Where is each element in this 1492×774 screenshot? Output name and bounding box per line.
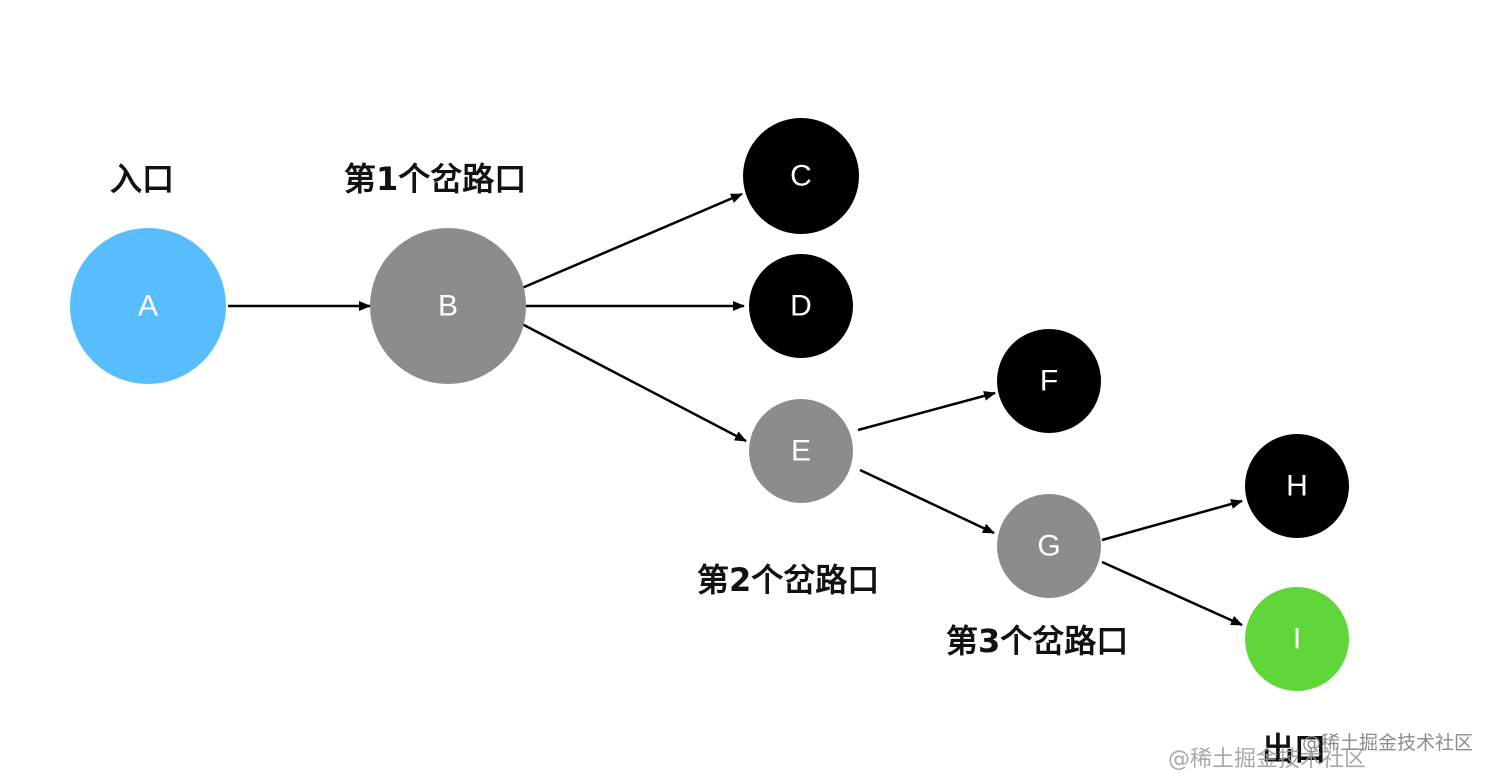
node-e-label: E (791, 435, 811, 468)
node-f-label: F (1040, 365, 1058, 398)
node-h: H (1245, 434, 1349, 538)
node-e-circle (749, 399, 853, 503)
node-d: D (749, 254, 853, 358)
node-b: B (370, 228, 526, 384)
edges (228, 192, 1243, 627)
node-a-label: A (138, 290, 158, 323)
edge-b-e (521, 322, 747, 443)
edge-e-f (857, 391, 996, 432)
watermark-secondary: @稀土掘金技术社区 (1168, 747, 1366, 772)
node-f: F (997, 329, 1101, 433)
node-a-circle (70, 228, 226, 384)
node-g-label: G (1037, 530, 1060, 563)
caption-fork-3: 第3个岔路口 (946, 622, 1128, 660)
caption-fork-1: 第1个岔路口 (344, 160, 526, 198)
node-d-circle (749, 254, 853, 358)
caption-entrance: 入口 (110, 160, 174, 198)
caption-fork-2: 第2个岔路口 (697, 561, 879, 599)
caption-exit: 出口 (1262, 730, 1326, 768)
node-b-label: B (438, 290, 458, 323)
node-c: C (743, 118, 859, 234)
node-c-label: C (790, 160, 812, 193)
node-d-label: D (790, 290, 812, 323)
node-h-label: H (1286, 470, 1308, 503)
edge-g-h (1101, 499, 1243, 542)
edge-g-i (1101, 560, 1243, 627)
node-c-circle (743, 118, 859, 234)
node-g: G (997, 494, 1101, 598)
node-f-circle (997, 329, 1101, 433)
node-a: A (70, 228, 226, 384)
node-i-circle (1245, 587, 1349, 691)
edge-b-c (521, 192, 743, 290)
edge-e-g (859, 468, 995, 535)
node-i-label: I (1293, 623, 1301, 656)
node-g-circle (997, 494, 1101, 598)
node-b-circle (370, 228, 526, 384)
watermark-primary: @稀土掘金技术社区 (1302, 732, 1473, 754)
node-i: I (1245, 587, 1349, 691)
node-h-circle (1245, 434, 1349, 538)
node-e: E (749, 399, 853, 503)
